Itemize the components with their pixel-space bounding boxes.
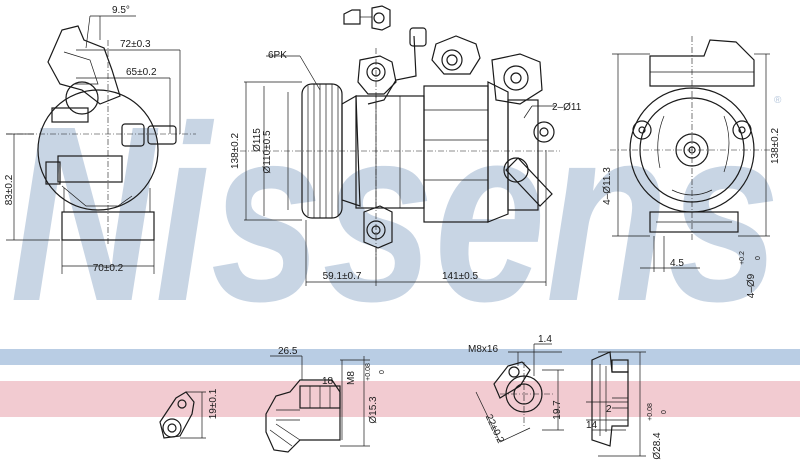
dim-19-7: 19.7: [552, 400, 563, 420]
dim-15-3: Ø15.3: [368, 396, 379, 424]
dim-83: 83±0.2: [4, 174, 15, 205]
label-holes-2: 2–Ø11: [552, 102, 582, 113]
dim-26-5: 26.5: [278, 346, 298, 357]
detail-port-section: [265, 355, 370, 453]
dim-15-3-tol2: 0: [379, 370, 386, 374]
dim-18: 18: [322, 376, 334, 387]
detail-lug: [159, 391, 206, 439]
dim-19: 19±0.1: [208, 388, 219, 419]
pink-band: [0, 381, 800, 417]
dim-138-right: 138±0.2: [770, 128, 781, 165]
blue-band: [0, 349, 800, 365]
label-holes-4b-tol: +0.2: [739, 251, 746, 265]
label-holes-4b: 4–Ø9: [746, 273, 757, 298]
dimension-labels: 9.5° 72±0.3 65±0.2 83±0.2 70±0.2 6PK 138…: [4, 5, 781, 460]
dim-138-front: 138±0.2: [230, 133, 241, 170]
dim-59-1: 59.1±0.7: [323, 271, 362, 282]
label-holes-4: 4–Ø11.3: [602, 167, 613, 205]
watermark: Nissens ®: [10, 74, 782, 353]
dim-65: 65±0.2: [126, 67, 157, 78]
dim-28-4-tol: +0.08: [647, 403, 654, 421]
dim-1-4a: 1.4: [538, 334, 552, 345]
dim-14b: 14: [586, 420, 598, 431]
thread-m8x16: M8x16: [468, 344, 498, 355]
detail-fitting: [475, 343, 564, 443]
dim-22: 22±0.2: [483, 413, 506, 446]
center-front-view: [240, 5, 560, 286]
label-holes-4b-tol2: 0: [755, 256, 762, 260]
dim-72: 72±0.3: [120, 39, 151, 50]
detail-fitting-section: [586, 351, 646, 457]
left-side-view: [6, 15, 196, 274]
dim-115: Ø115: [252, 128, 263, 152]
dim-28-4: Ø28.4: [652, 432, 663, 460]
dim-4-5: 4.5: [670, 258, 684, 269]
dim-110: Ø110±0.5: [262, 130, 273, 174]
dim-2: 2: [606, 404, 612, 415]
label-6pk: 6PK: [268, 50, 287, 61]
right-rear-view: [610, 36, 772, 272]
watermark-text: Nissens: [10, 74, 780, 353]
dim-28-4-tol2: 0: [661, 410, 668, 414]
dim-angle: 9.5°: [112, 5, 130, 16]
dim-70: 70±0.2: [93, 263, 124, 274]
registered-mark: ®: [774, 95, 782, 106]
dim-141: 141±0.5: [442, 271, 479, 282]
thread-m8: M8: [346, 371, 357, 385]
dim-15-3-tol: +0.08: [365, 363, 372, 381]
